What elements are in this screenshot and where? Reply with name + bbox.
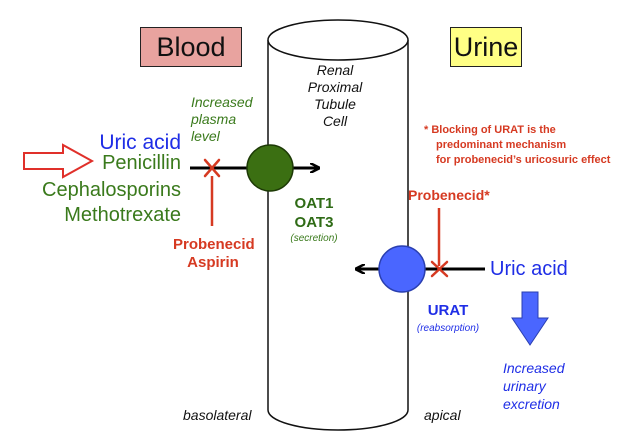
uric-acid-right: Uric acid [490, 258, 568, 280]
blood-label: Blood [156, 31, 226, 62]
increased-plasma-line-1: Increased [191, 94, 253, 110]
oat-labels: OAT1 OAT3 (secretion) [284, 194, 344, 246]
cephalosporins-label: Cephalosporins [42, 179, 181, 201]
urat-note: * Blocking of URAT is the predominant me… [424, 123, 610, 168]
urine-label: Urine [453, 31, 519, 62]
oat-transporter-circle [246, 144, 294, 192]
increased-plasma-line-3: level [191, 128, 220, 144]
increased-urinary-line-2: urinary [503, 378, 546, 394]
increased-urinary-line-1: Increased [503, 360, 565, 376]
note-line-1: * Blocking of URAT is the [424, 124, 556, 136]
secretion-label: (secretion) [290, 233, 338, 244]
probenecid-block-x-left [203, 158, 221, 178]
uric-acid-left: Uric acid [99, 131, 181, 154]
hollow-red-arrow [23, 143, 95, 179]
tubule-cell-cylinder [267, 19, 409, 431]
urat-labels: URAT (reabsorption) [408, 302, 488, 338]
increased-plasma-line-2: plasma [191, 111, 237, 127]
increased-urinary-line-3: excretion [503, 396, 560, 412]
oat1-label: OAT1 [294, 195, 334, 212]
penicillin-label: Penicillin [102, 152, 181, 174]
urat-label: URAT [427, 302, 469, 319]
apical-label: apical [424, 407, 461, 423]
aspirin-label: Aspirin [187, 254, 239, 271]
note-line-3: for probenecid’s uricosuric effect [436, 154, 611, 166]
cell-label-line-1: Renal [316, 62, 354, 78]
cell-label-line-2: Proximal [307, 79, 363, 95]
increased-urinary-label: Increased urinary excretion [503, 359, 564, 413]
urine-label-box: Urine [450, 27, 522, 67]
cell-label: Renal Proximal Tubule Cell [305, 62, 365, 130]
basolateral-label: basolateral [183, 407, 252, 423]
left-inhibitors: Probenecid Aspirin [173, 236, 255, 272]
probenecid-block-x-right [430, 260, 449, 278]
methotrexate-label: Methotrexate [64, 204, 181, 226]
note-line-2: predominant mechanism [436, 139, 567, 151]
oat3-label: OAT3 [294, 214, 334, 231]
reabsorption-label: (reabsorption) [416, 323, 480, 334]
down-arrow-blue [511, 291, 549, 346]
cell-label-line-3: Tubule Cell [314, 96, 356, 129]
probenecid-star-label: Probenecid* [408, 187, 490, 203]
increased-plasma-label: Increased plasma level [191, 94, 252, 145]
probenecid-left-label: Probenecid [173, 236, 255, 253]
urat-transporter-circle [378, 245, 426, 293]
blood-label-box: Blood [140, 27, 242, 67]
